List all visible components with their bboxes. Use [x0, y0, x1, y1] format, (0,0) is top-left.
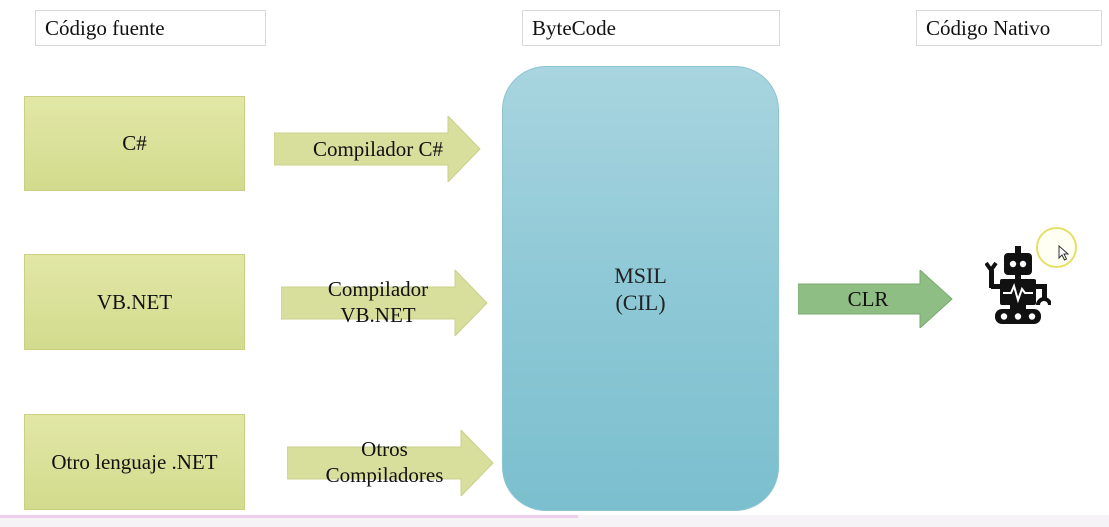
compiler-arrow-vbnet-label-1: Compilador	[327, 277, 429, 301]
clr-arrow-label: CLR	[847, 287, 889, 311]
header-native-code-label: Código Nativo	[926, 16, 1051, 40]
compiler-arrow-vbnet: Compilador VB.NET	[281, 270, 489, 336]
source-box-other: Otro lenguaje .NET	[24, 414, 245, 510]
header-bytecode: ByteCode	[522, 10, 780, 46]
header-source-code-label: Código fuente	[45, 16, 165, 40]
compiler-arrow-vbnet-label-2: VB.NET	[340, 303, 416, 327]
compiler-arrow-others-label-2: Compiladores	[325, 463, 444, 487]
compiler-arrow-csharp: Compilador C#	[274, 116, 482, 182]
arrow-shape	[287, 430, 494, 496]
msil-box	[502, 66, 779, 511]
msil-box-label: MSIL (CIL)	[502, 262, 779, 316]
source-box-csharp-label: C#	[122, 131, 147, 155]
compiler-arrow-others: Otros Compiladores	[287, 430, 495, 496]
arrow-shape	[798, 270, 953, 328]
compiler-arrow-csharp-label: Compilador C#	[312, 137, 444, 161]
msil-box-label-line1: MSIL	[614, 263, 667, 288]
arrow-shape	[281, 270, 488, 336]
compiler-arrow-others-label-1: Otros	[361, 437, 408, 461]
bottom-strip	[0, 515, 1109, 527]
cursor-highlight	[1036, 227, 1077, 268]
clr-arrow: CLR	[798, 270, 954, 328]
source-box-vbnet-label: VB.NET	[96, 289, 173, 314]
source-box-other-label: Otro lenguaje .NET	[51, 449, 218, 474]
header-source-code: Código fuente	[35, 10, 266, 46]
source-box-csharp: C#	[24, 96, 245, 191]
robot-icon	[984, 246, 1052, 331]
progress-strip	[0, 515, 578, 518]
source-box-vbnet: VB.NET	[24, 254, 245, 350]
arrow-shape	[274, 116, 481, 182]
msil-box-label-line2: (CIL)	[615, 290, 666, 315]
header-native-code: Código Nativo	[916, 10, 1102, 46]
pointer-cursor-icon	[1058, 244, 1070, 266]
header-bytecode-label: ByteCode	[532, 16, 616, 40]
